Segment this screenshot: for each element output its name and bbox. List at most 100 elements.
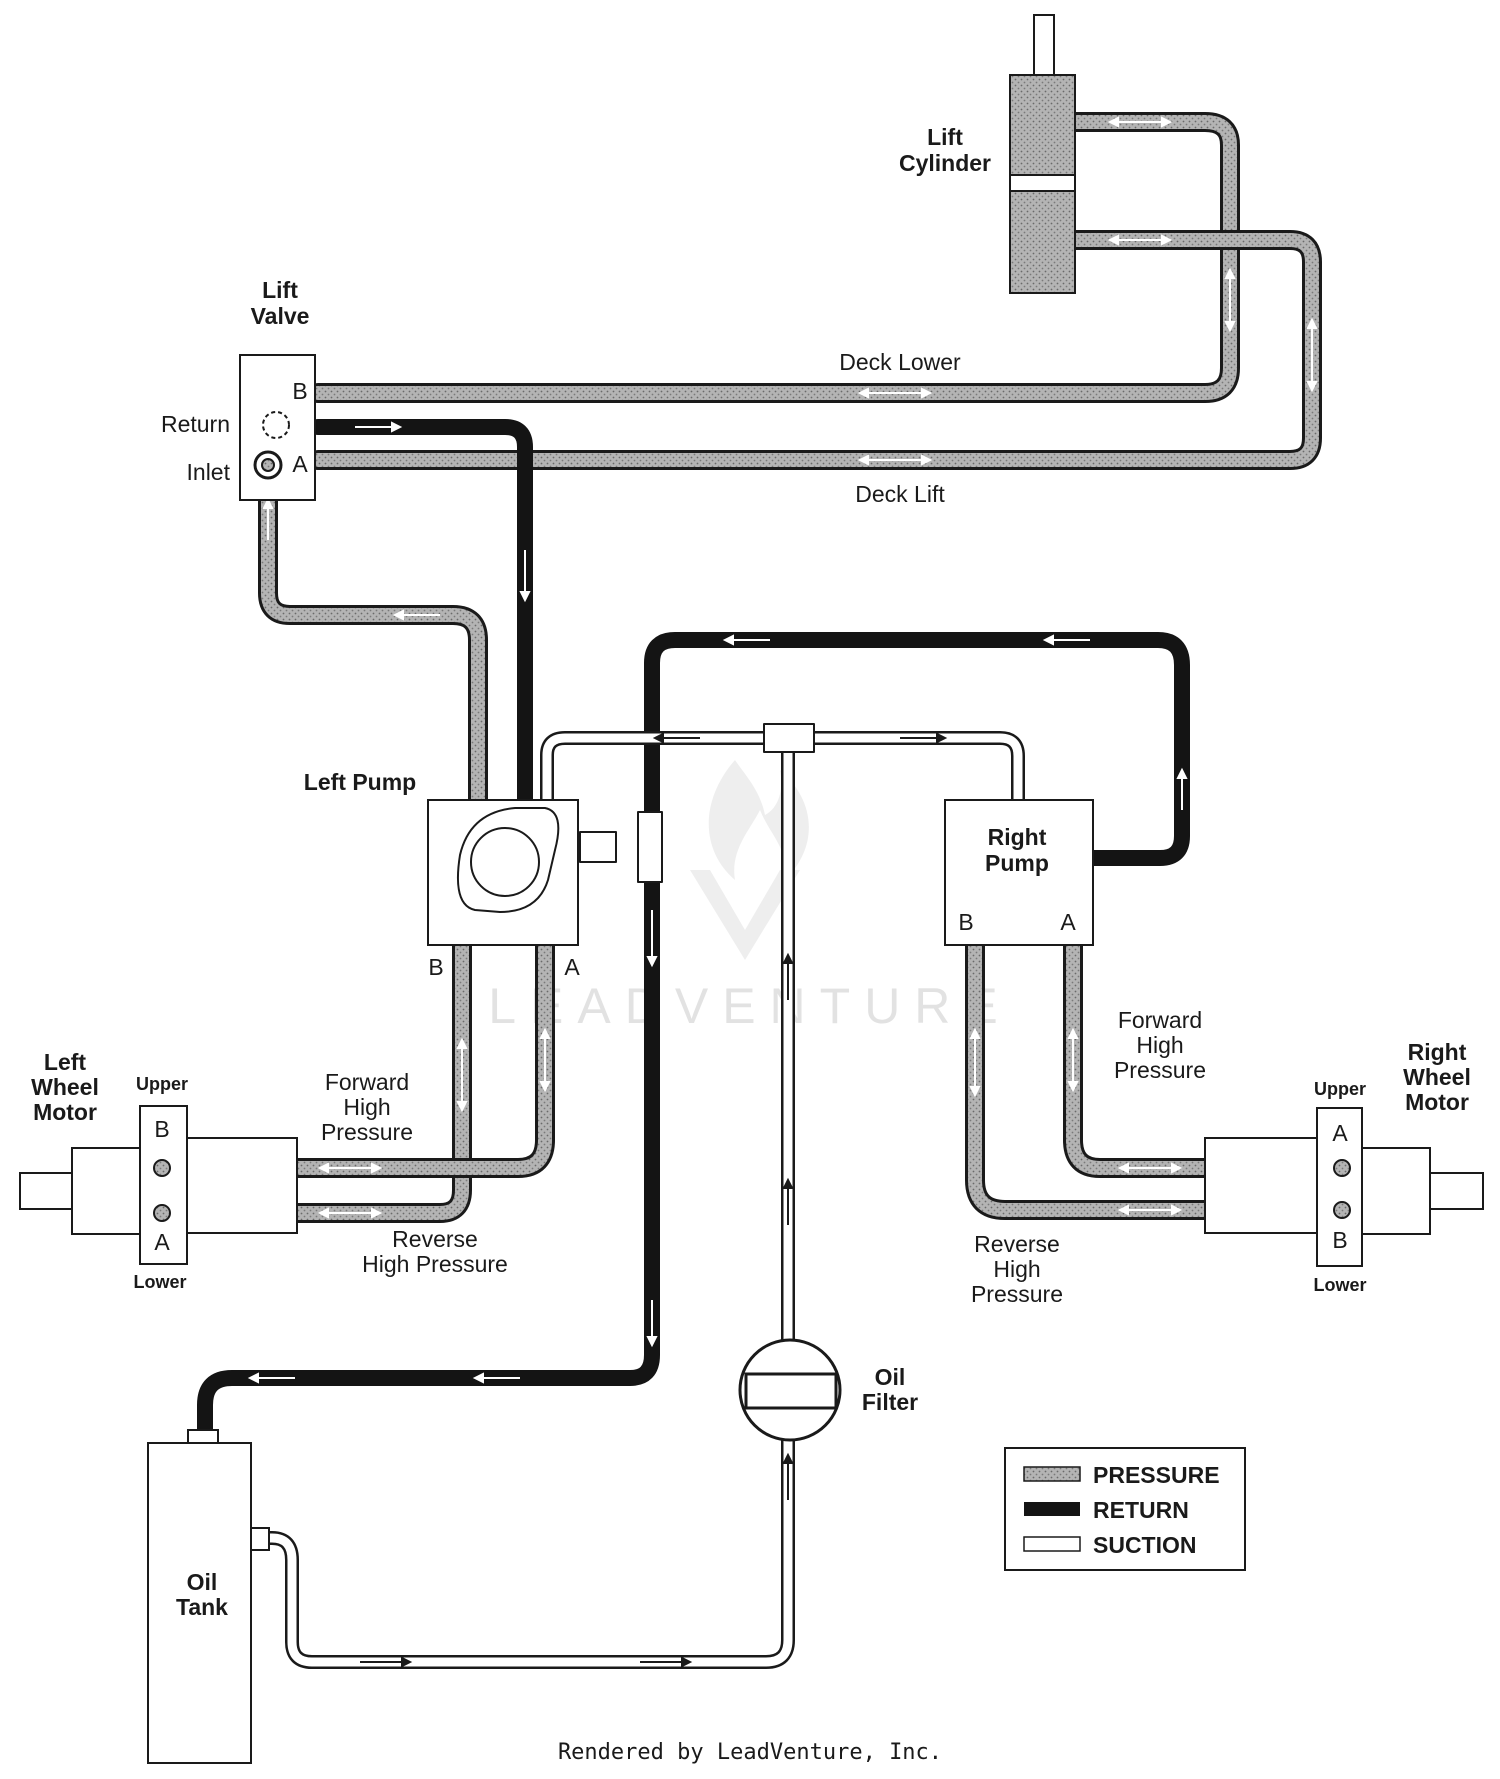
arrow-suction-up-1: [782, 952, 794, 1000]
label-left-motor-b: B: [154, 1116, 169, 1142]
return-port: [262, 411, 290, 439]
arrow-return-loop-left-2: [722, 634, 770, 646]
watermark-text: LEADVENTURE: [488, 978, 1012, 1034]
label-right-motor-a: A: [1332, 1120, 1348, 1146]
arrow-suction-tank-2: [640, 1656, 693, 1668]
arrow-return-loop-up: [1176, 767, 1188, 810]
suction-arrows: [360, 732, 948, 1668]
arrow-right-lower: [1117, 1204, 1183, 1216]
arrow-left-a: [539, 1027, 551, 1093]
return-lines: [197, 419, 1190, 1448]
label-left-pump: Left Pump: [304, 769, 416, 795]
label-left-lower: Lower: [133, 1272, 186, 1292]
right-axle: [1424, 1172, 1484, 1210]
legend-suction-label: SUCTION: [1093, 1532, 1197, 1558]
label-deck-lower: Deck Lower: [839, 349, 961, 375]
label-left-pump-a: A: [564, 954, 580, 980]
arrow-suction-up-2: [782, 1177, 794, 1225]
oil-tank-body: [147, 1442, 252, 1764]
label-right-pump-a: A: [1060, 909, 1076, 935]
arrow-left-upper: [317, 1162, 383, 1174]
left-motor-plate: [139, 1105, 188, 1265]
label-inlet: Inlet: [187, 459, 231, 485]
legend-pressure-label: PRESSURE: [1093, 1462, 1220, 1488]
right-motor-block: [1204, 1137, 1318, 1234]
label-right-upper: Upper: [1314, 1079, 1366, 1099]
arrow-left-lower: [317, 1207, 383, 1219]
arrow-return-loop-left-1: [1042, 634, 1090, 646]
lift-valve-body: [239, 354, 316, 501]
cylinder-rod: [1033, 14, 1055, 76]
pump-shaft: [470, 827, 540, 897]
oil-filter: [738, 1338, 842, 1442]
label-right-motor-b: B: [1332, 1227, 1347, 1253]
arrow-deck-lift-vertical: [1306, 317, 1318, 393]
label-right-pump-b: B: [958, 909, 973, 935]
arrow-return-left-2: [247, 1372, 295, 1384]
arrow-suction-tank-1: [360, 1656, 413, 1668]
label-left-pump-b: B: [428, 954, 443, 980]
arrow-return-down: [519, 550, 531, 603]
label-valve-b: B: [292, 378, 307, 404]
left-wheel-motor: [19, 1105, 298, 1265]
legend: PRESSURE RETURN SUCTION: [1004, 1447, 1246, 1571]
label-valve-a: A: [292, 451, 308, 477]
arrow-cylinder-upper: [1107, 116, 1173, 128]
arrow-pump-to-valve: [392, 609, 440, 621]
label-left-motor-a: A: [154, 1229, 170, 1255]
oil-tank-neck: [187, 1429, 219, 1445]
legend-swatch-pressure: [1023, 1466, 1081, 1482]
oil-tank-outlet: [250, 1527, 270, 1551]
arrow-return-left-1: [472, 1372, 520, 1384]
inlet-port-inner: [261, 458, 275, 472]
lift-cylinder: [1009, 14, 1076, 294]
suction-lines: [251, 723, 1025, 1669]
left-hub: [71, 1147, 141, 1235]
oil-filter-element: [744, 1372, 838, 1410]
right-hub: [1361, 1147, 1431, 1235]
pressure-lines: [152, 112, 1355, 1223]
motor-ports: [153, 1159, 1351, 1222]
left-motor-block: [186, 1137, 298, 1234]
arrow-return-down-1: [646, 910, 658, 968]
arrow-right-upper: [1117, 1162, 1183, 1174]
arrow-return-right: [355, 421, 403, 433]
arrow-suction-up-3: [782, 1452, 794, 1500]
cylinder-upper-chamber: [1009, 74, 1076, 176]
right-pump-body: [944, 799, 1094, 946]
legend-swatch-return: [1024, 1502, 1080, 1516]
arrow-return-down-2: [646, 1300, 658, 1348]
arrow-cylinder-lower: [1107, 234, 1173, 246]
right-wheel-motor: [1204, 1107, 1484, 1267]
flow-arrows: [247, 116, 1318, 1384]
arrow-right-b: [969, 1027, 981, 1098]
label-deck-lift: Deck Lift: [855, 481, 945, 507]
legend-swatch-suction: [1023, 1536, 1081, 1552]
arrow-suction-right: [900, 732, 948, 744]
arrow-deck-lower: [857, 387, 933, 399]
arrow-suction-left: [652, 732, 700, 744]
label-left-upper: Upper: [136, 1074, 188, 1094]
label-return: Return: [161, 411, 230, 437]
arrow-deck-lift: [857, 454, 933, 466]
arrow-right-a: [1067, 1027, 1079, 1093]
arrow-inlet-up: [262, 497, 274, 540]
left-pump: [427, 799, 579, 946]
arrow-deck-lower-vertical: [1224, 267, 1236, 333]
arrow-left-b: [456, 1037, 468, 1113]
footer-credit: Rendered by LeadVenture, Inc.: [557, 1740, 943, 1765]
lift-valve: [239, 354, 316, 501]
